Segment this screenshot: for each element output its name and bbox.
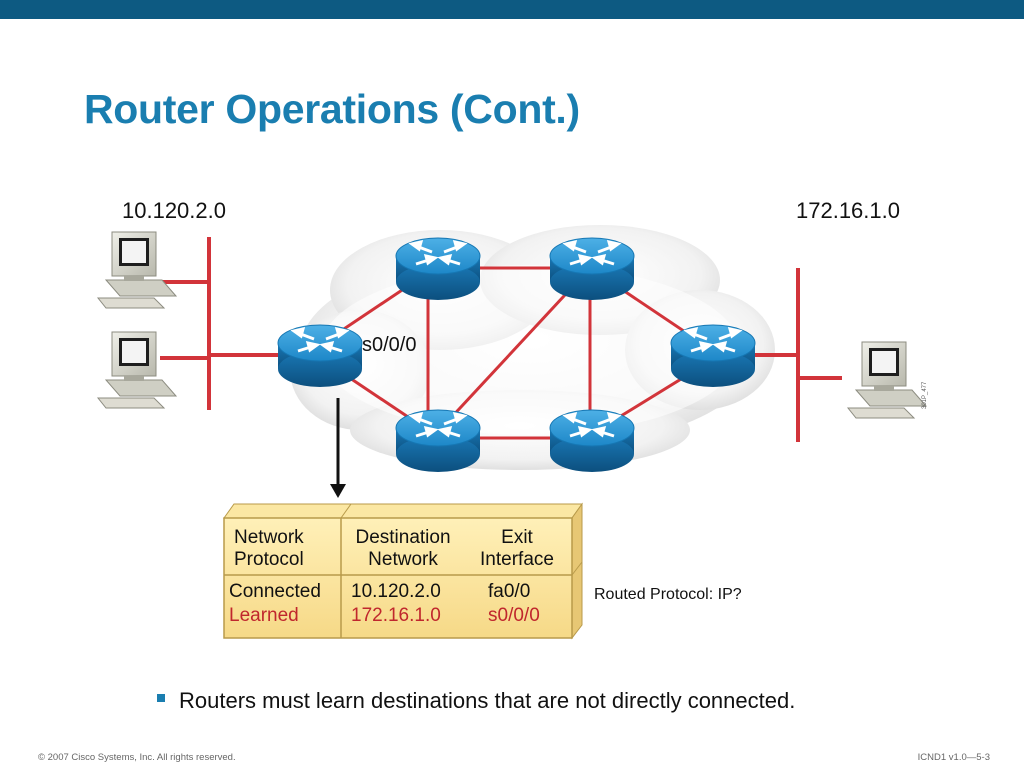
row-learned-destination: 172.16.1.0 bbox=[351, 605, 441, 626]
interface-label: s0/0/0 bbox=[362, 334, 417, 356]
bullet-square-icon bbox=[157, 694, 165, 703]
slide-title: Router Operations (Cont.) bbox=[84, 86, 580, 132]
pc-left-top bbox=[97, 231, 177, 309]
figure-code: 301P_477 bbox=[922, 381, 928, 409]
row-connected-interface: fa0/0 bbox=[488, 581, 531, 602]
network-label-right: 172.16.1.0 bbox=[796, 198, 900, 223]
router-top-left bbox=[394, 236, 482, 302]
router-bottom-right bbox=[548, 408, 636, 474]
router-top-right bbox=[548, 236, 636, 302]
router-left bbox=[276, 323, 364, 389]
arrow-down-icon bbox=[330, 398, 346, 498]
header-protocol-line2: Protocol bbox=[234, 549, 304, 570]
network-label-left: 10.120.2.0 bbox=[122, 198, 226, 223]
header-exit-line1: Exit bbox=[501, 527, 533, 548]
routed-protocol-label: Routed Protocol: IP? bbox=[594, 586, 742, 603]
footer-copyright: © 2007 Cisco Systems, Inc. All rights re… bbox=[38, 752, 236, 763]
header-destination-line1: Destination bbox=[355, 527, 451, 548]
lan-segments bbox=[160, 237, 842, 442]
pc-right bbox=[847, 341, 927, 419]
header-protocol-line1: Network bbox=[234, 527, 304, 548]
bullet-point: Routers must learn destinations that are… bbox=[157, 688, 795, 714]
header-destination-line2: Network bbox=[368, 549, 438, 570]
routing-table-box bbox=[223, 502, 583, 640]
top-banner bbox=[0, 0, 1024, 19]
bullet-text: Routers must learn destinations that are… bbox=[179, 688, 796, 713]
row-learned-interface: s0/0/0 bbox=[488, 605, 540, 626]
router-bottom-left bbox=[394, 408, 482, 474]
footer-course-code: ICND1 v1.0—5-3 bbox=[917, 752, 990, 763]
router-right bbox=[669, 323, 757, 389]
pc-left-bottom bbox=[97, 331, 177, 409]
row-connected-protocol: Connected bbox=[229, 581, 321, 602]
row-connected-destination: 10.120.2.0 bbox=[351, 581, 441, 602]
row-learned-protocol: Learned bbox=[229, 605, 299, 626]
header-exit-line2: Interface bbox=[480, 549, 554, 570]
